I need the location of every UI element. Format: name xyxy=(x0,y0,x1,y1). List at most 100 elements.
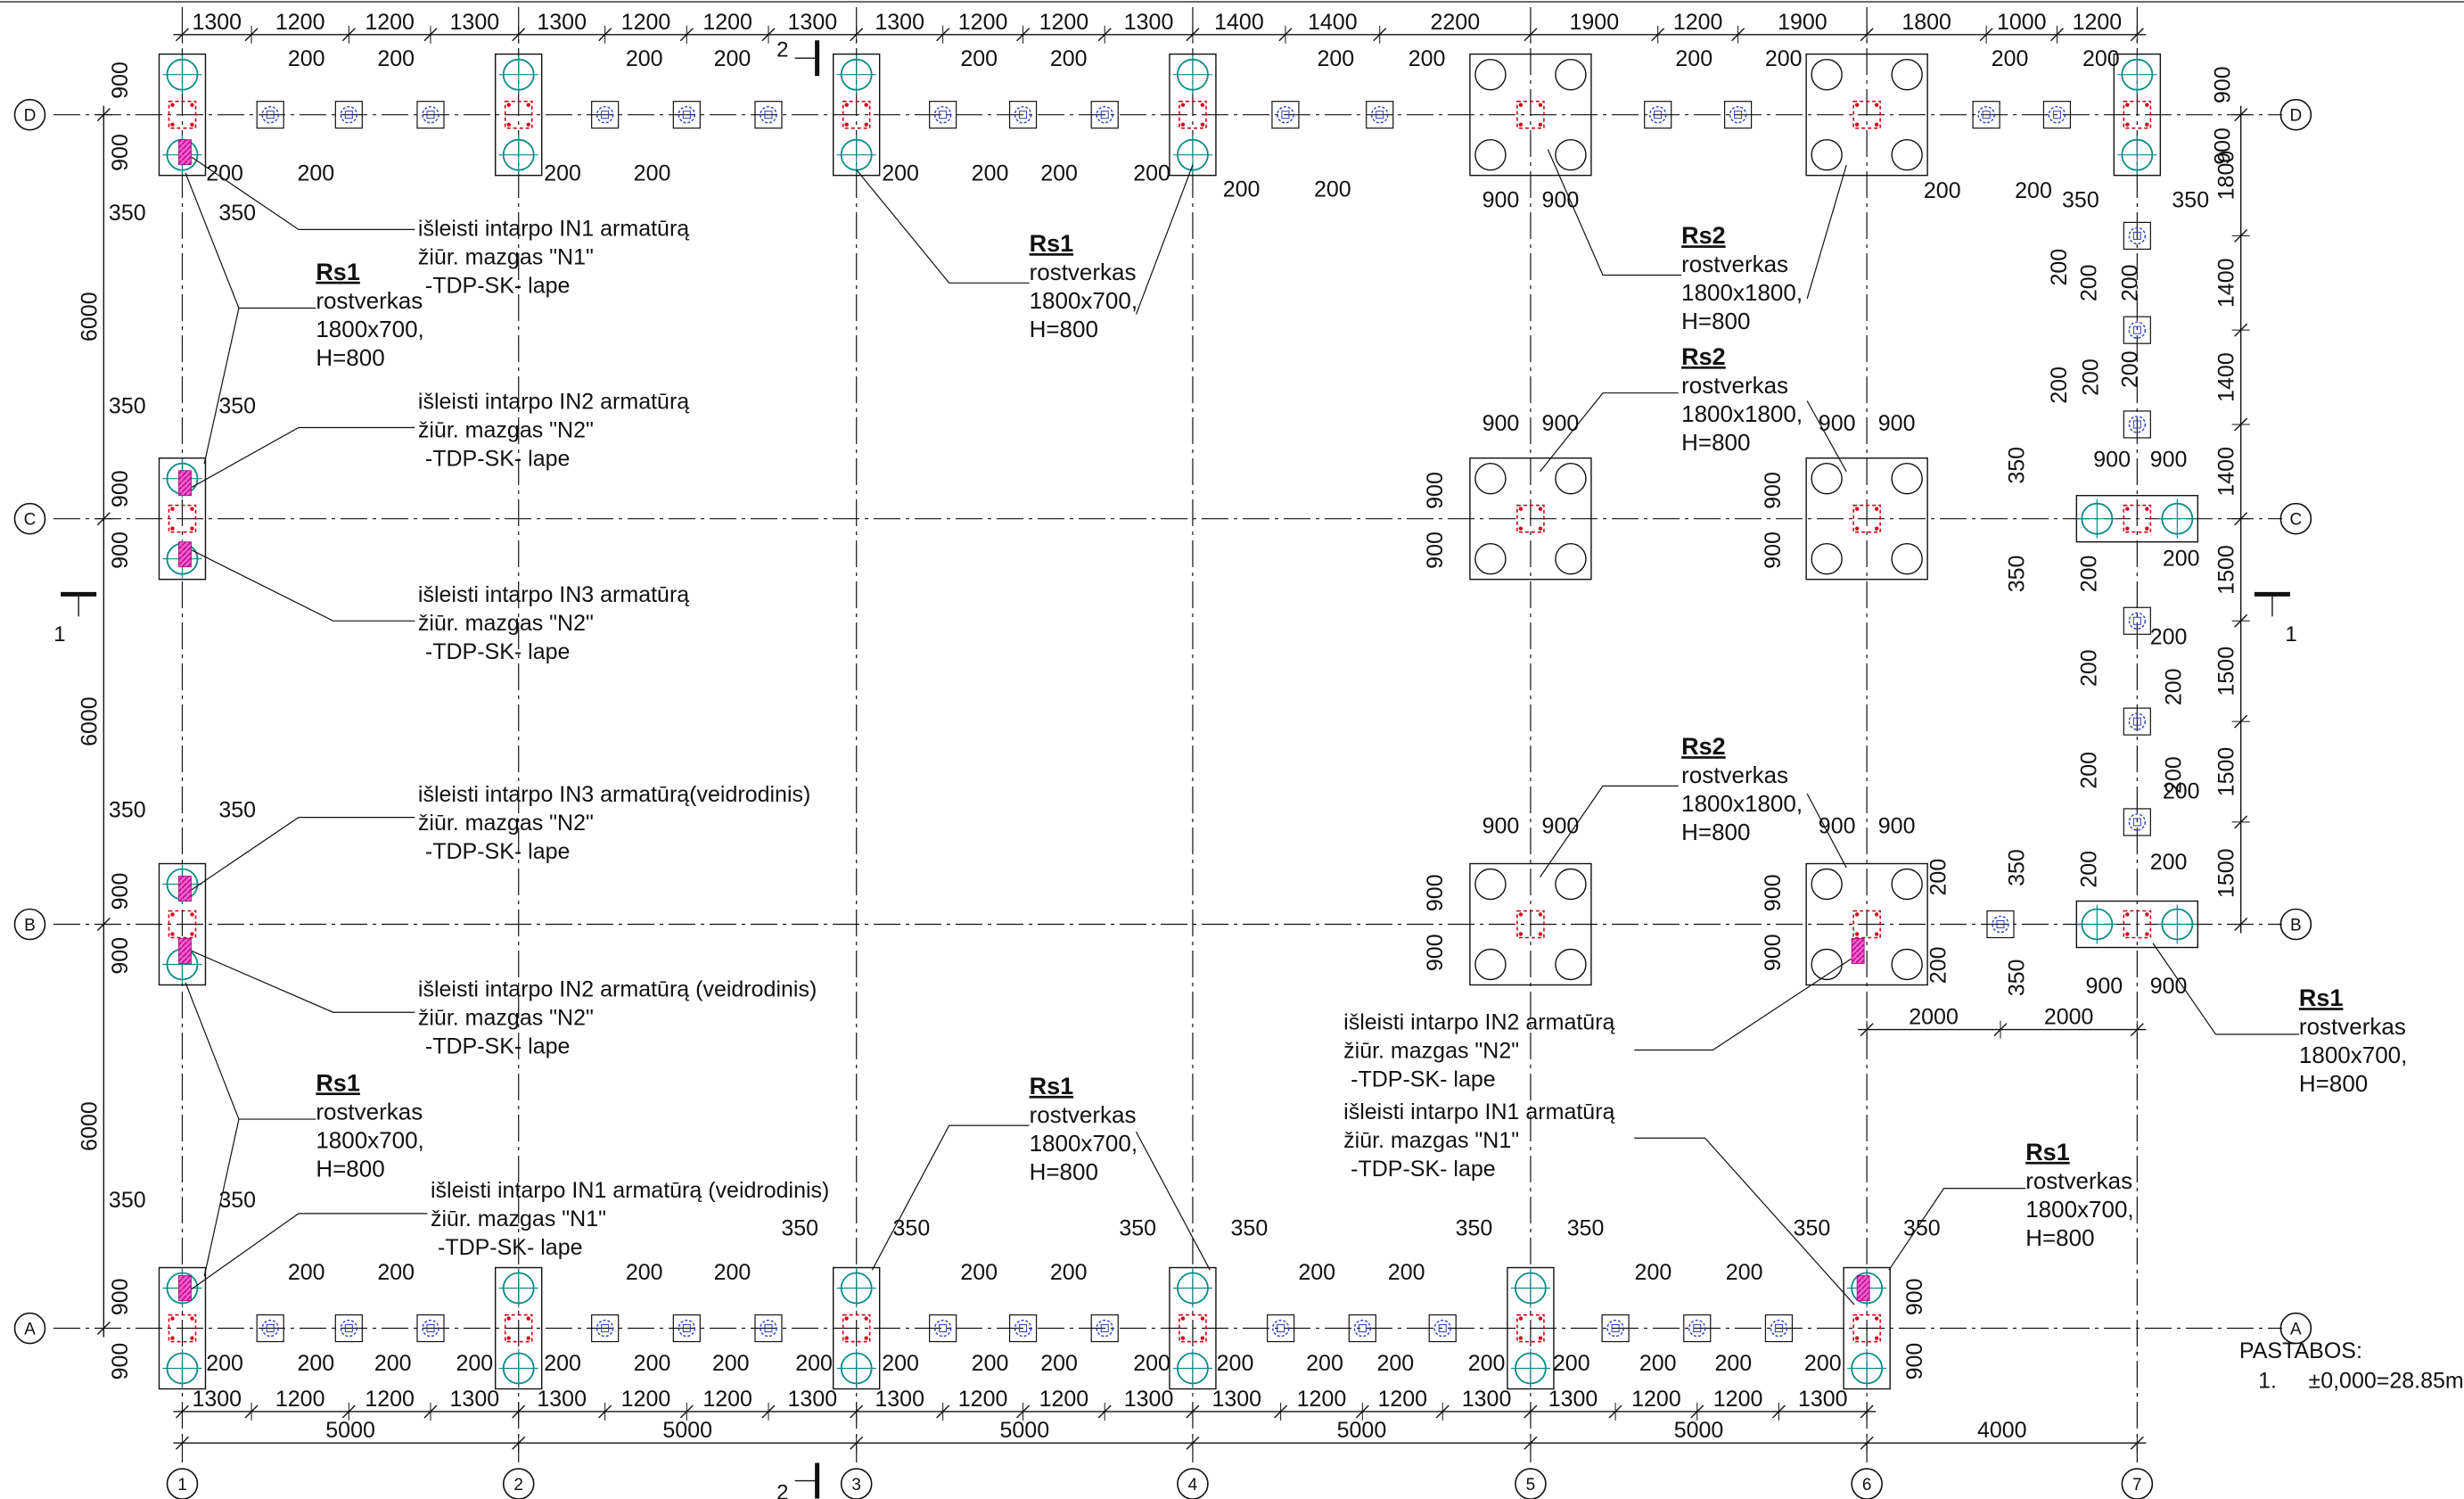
dimension-text: 900 xyxy=(1761,874,1786,911)
small-pile xyxy=(1683,1314,1712,1343)
rebar-group xyxy=(1179,1314,1207,1343)
pile-circle xyxy=(1811,868,1843,901)
grid-bubble-col xyxy=(1177,1468,1209,1499)
insert-rebar xyxy=(178,1275,192,1301)
pile-circle xyxy=(1474,58,1507,91)
dimension-text: 200 xyxy=(972,161,1009,186)
dimension-text: 900 xyxy=(1902,1278,1927,1315)
grid-bubble-row xyxy=(13,98,46,131)
dimension-text: 2200 xyxy=(1430,10,1480,35)
dimension-text: 200 xyxy=(456,1351,493,1376)
note-text: žiūr. mazgas "N1" xyxy=(1343,1128,1519,1153)
dimension-text: 200 xyxy=(1675,46,1712,71)
rebar-group xyxy=(1852,910,1881,939)
grid-label-row: A xyxy=(2290,1321,2302,1339)
small-pile xyxy=(591,101,620,129)
rebar-group xyxy=(168,100,197,129)
dimension-text: 350 xyxy=(893,1216,931,1241)
pile-circle xyxy=(1891,543,1923,575)
dimension-text: 1400 xyxy=(1308,10,1358,35)
small-pile xyxy=(929,101,957,129)
dimension-text: 200 xyxy=(634,1351,671,1376)
dimension-text: 1200 xyxy=(1713,1387,1763,1412)
dimension-text: 200 xyxy=(2163,778,2200,803)
pile-cap-rs1 xyxy=(2075,495,2199,543)
grid-bubble-col xyxy=(840,1468,873,1499)
dimension-text: 350 xyxy=(218,201,256,226)
pile-cap-rs1 xyxy=(158,457,207,581)
dimension-text: 200 xyxy=(1133,161,1170,186)
dimension-text: 350 xyxy=(1119,1216,1156,1241)
grid-bubble-row xyxy=(2279,502,2312,535)
small-pile xyxy=(929,1314,957,1343)
dimension-text: 200 xyxy=(882,1351,919,1376)
dimension-text: 1800 xyxy=(1901,10,1951,35)
leader-line xyxy=(1806,164,1847,300)
grid-bubble-row xyxy=(2279,1312,2312,1345)
dimension-text: 200 xyxy=(1714,1351,1752,1376)
dimension-lines xyxy=(0,1,2464,1453)
callout-title: Rs2 xyxy=(1681,222,1726,249)
note-text: išleisti intarpo IN3 armatūrą(veidrodini… xyxy=(418,782,810,807)
note-text: išleisti intarpo IN3 armatūrą xyxy=(418,582,689,607)
callout-title: Rs1 xyxy=(316,1069,360,1096)
rebar-group xyxy=(168,910,197,939)
grid-label-row: D xyxy=(2290,107,2303,126)
dimension-text: 200 xyxy=(2162,668,2187,705)
dimension-text: 200 xyxy=(206,161,243,186)
dimension-text: 1200 xyxy=(958,1387,1008,1412)
grid-label-row: C xyxy=(2290,511,2303,530)
dimension-text: 1400 xyxy=(1214,10,1264,35)
pile-cap-rs1 xyxy=(158,53,207,177)
rebar-group xyxy=(504,1314,533,1343)
grid-bubble-col xyxy=(1851,1468,1883,1499)
insert-rebar xyxy=(178,938,192,964)
dimension-text: 200 xyxy=(1924,178,1961,203)
dimension-text: 200 xyxy=(714,1260,752,1285)
callout-text: H=800 xyxy=(2025,1224,2094,1251)
grid-label-col: 3 xyxy=(851,1476,861,1495)
note-text: žiūr. mazgas "N2" xyxy=(418,811,594,836)
pile-cap-rs1 xyxy=(1507,1266,1555,1390)
pile-cap-rs1 xyxy=(833,53,881,177)
small-pile xyxy=(672,1314,701,1343)
dimension-text: 200 xyxy=(1376,1351,1414,1376)
leader-line xyxy=(191,1213,428,1289)
rebar-group xyxy=(1516,910,1545,939)
small-pile xyxy=(1008,101,1038,129)
grid-bubble-col xyxy=(2121,1468,2154,1499)
dimension-text: 1200 xyxy=(621,1387,671,1412)
dimension-text: 200 xyxy=(374,1351,412,1376)
pile-circle xyxy=(1555,138,1587,171)
grid-label-col: 7 xyxy=(2132,1476,2142,1495)
dimension-text: 200 xyxy=(2117,350,2142,388)
grid-bubble-row xyxy=(2279,908,2312,941)
dimension-text: 1400 xyxy=(2214,447,2239,497)
small-pile xyxy=(1601,1314,1630,1343)
dimension-text: 900 xyxy=(108,937,133,975)
dimension-text: 900 xyxy=(1542,411,1580,436)
note-text: išleisti intarpo IN1 armatūrą (veidrodin… xyxy=(431,1178,829,1203)
callout-text: H=800 xyxy=(1030,316,1098,342)
dimension-text: 200 xyxy=(2047,367,2072,404)
pile-circle xyxy=(1891,58,1923,91)
dimension-text: 1300 xyxy=(192,10,242,35)
small-pile xyxy=(2123,316,2151,344)
dimension-text: 900 xyxy=(1483,411,1520,436)
dimension-text: 200 xyxy=(1040,161,1078,186)
callout-text: rostverkas xyxy=(1030,259,1137,285)
grid-bubble-row xyxy=(13,1312,46,1345)
dimension-text: 1300 xyxy=(1124,1387,1174,1412)
dimension-text: 350 xyxy=(218,798,256,823)
leader-line xyxy=(871,1124,1030,1271)
pile-cap-rs1 xyxy=(1169,1266,1217,1390)
dimension-text: 350 xyxy=(1231,1216,1269,1241)
dimension-text: 200 xyxy=(714,46,752,71)
leader-line xyxy=(2152,943,2299,1035)
dimension-text: 1200 xyxy=(702,1387,752,1412)
rebar-group xyxy=(2123,504,2152,533)
dimension-text: 1300 xyxy=(788,10,838,35)
dimension-text: 900 xyxy=(1761,934,1786,971)
leader-line xyxy=(191,549,415,622)
dimension-text: 900 xyxy=(108,1343,133,1380)
